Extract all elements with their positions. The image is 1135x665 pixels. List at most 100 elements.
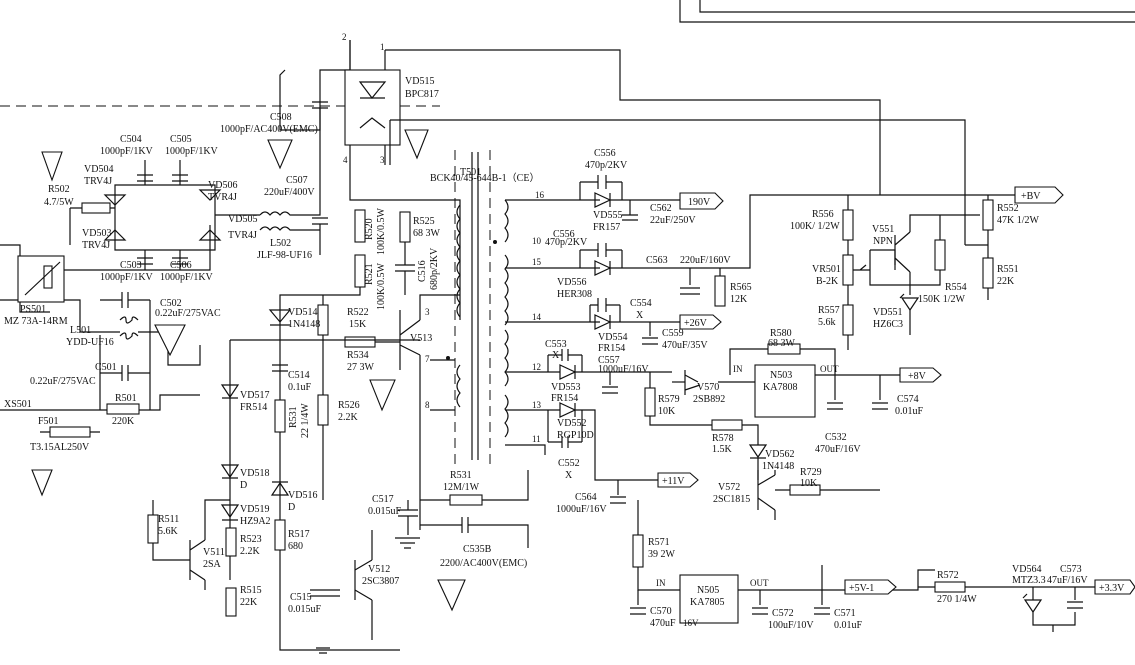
label-c559: C559 bbox=[662, 328, 684, 339]
value-c515: 0.015uF bbox=[288, 604, 322, 615]
value-l501: YDD-UF16 bbox=[66, 337, 114, 348]
label-vd551: VD551 bbox=[873, 307, 902, 318]
label-v512: V512 bbox=[368, 564, 390, 575]
opto-ref: VD515 bbox=[405, 76, 434, 87]
value-v511: 2SA bbox=[203, 559, 222, 570]
value-c572: 100uF/10V bbox=[768, 620, 814, 631]
value-r554: 150K 1/2W bbox=[918, 294, 966, 305]
resistor-r501 bbox=[106, 403, 140, 415]
label-c563: C563 bbox=[646, 255, 668, 266]
label-v551: V551 bbox=[872, 224, 894, 235]
label-r531-22: R531 bbox=[288, 406, 299, 428]
value-r557: 5.6k bbox=[818, 317, 836, 328]
label-vd505: VD505 bbox=[228, 214, 257, 225]
value-r565: 12K bbox=[730, 294, 748, 305]
label-vd555: VD555 bbox=[593, 210, 622, 221]
label-c508: C508 bbox=[270, 112, 292, 123]
value-c506: 1000pF/1KV bbox=[160, 272, 214, 283]
label-vd553: VD553 bbox=[551, 382, 580, 393]
port-plus-bv bbox=[1014, 186, 1064, 204]
label-vd554: VD554 bbox=[598, 332, 627, 343]
label-r520: R520 bbox=[364, 218, 375, 240]
value-c571: 0.01uF bbox=[834, 620, 863, 631]
fuse-f501 bbox=[49, 426, 91, 438]
value-vr501: B-2K bbox=[816, 276, 839, 287]
label-r572: R572 bbox=[937, 570, 959, 581]
pin-7: 7 bbox=[425, 354, 430, 364]
port-190v bbox=[679, 192, 724, 210]
value-c554: X bbox=[636, 310, 644, 321]
n503-out: OUT bbox=[820, 364, 839, 374]
label-n503: N503 bbox=[770, 370, 792, 381]
port-plus-26v bbox=[679, 314, 722, 330]
label-c514: C514 bbox=[288, 370, 310, 381]
label-r515: R515 bbox=[240, 585, 262, 596]
label-c573: C573 bbox=[1060, 564, 1082, 575]
value-vd562: 1N4148 bbox=[762, 461, 794, 472]
label-v513: V513 bbox=[410, 333, 432, 344]
bridge-rectifier bbox=[69, 160, 222, 270]
output-plus-11v: +11V bbox=[662, 476, 685, 487]
value-r551: 22K bbox=[997, 276, 1015, 287]
label-c515: C515 bbox=[290, 592, 312, 603]
n505-16v: 16V bbox=[683, 618, 699, 628]
label-c572: C572 bbox=[772, 608, 794, 619]
n505-out: OUT bbox=[750, 578, 769, 588]
value-c514: 0.1uF bbox=[288, 382, 312, 393]
value-v512: 2SC3807 bbox=[362, 576, 399, 587]
label-c503: C503 bbox=[120, 260, 142, 271]
label-r580: R580 bbox=[770, 328, 792, 339]
label-c517: C517 bbox=[372, 494, 394, 505]
value-n505: KA7805 bbox=[690, 597, 724, 608]
value-c559: 470uF/35V bbox=[662, 340, 708, 351]
value-c557: 1000uF/16V bbox=[598, 364, 649, 375]
port-plus-5v-1 bbox=[844, 579, 897, 595]
label-vd517: VD517 bbox=[240, 390, 269, 401]
value-v551: NPN bbox=[873, 236, 893, 247]
label-c556-b: C556 bbox=[553, 229, 575, 240]
label-c556-a: C556 bbox=[594, 148, 616, 159]
value-c503: 1000pF/1KV bbox=[100, 272, 154, 283]
output-ports bbox=[657, 186, 1135, 595]
output-plus-5v-1: +5V-1 bbox=[849, 583, 874, 594]
frame-lines bbox=[679, 0, 1135, 23]
thermistor-ps501 bbox=[17, 255, 65, 303]
value-c507: 220uF/400V bbox=[264, 187, 315, 198]
opto-pin-1: 2 bbox=[342, 32, 347, 42]
label-r579: R579 bbox=[658, 394, 680, 405]
value-r521: 100K/0.5W bbox=[376, 263, 387, 311]
label-c516: C516 bbox=[417, 260, 428, 282]
value-c574: 0.01uF bbox=[895, 406, 924, 417]
label-l502: L502 bbox=[270, 238, 291, 249]
port-plus-11v bbox=[657, 472, 699, 488]
label-v570: V570 bbox=[697, 382, 719, 393]
value-r578: 1.5K bbox=[712, 444, 733, 455]
output-plus-3v3: +3.3V bbox=[1099, 583, 1125, 594]
label-c553: C553 bbox=[545, 339, 567, 350]
n503-in: IN bbox=[733, 364, 743, 374]
value-r572: 270 1/4W bbox=[937, 594, 977, 605]
value-r729: 10K bbox=[800, 478, 818, 489]
output-plus-26v: +26V bbox=[684, 318, 708, 329]
mains-input bbox=[0, 225, 211, 438]
value-r502: 4.7/5W bbox=[44, 197, 74, 208]
label-vd503: VD503 bbox=[82, 228, 111, 239]
label-r526: R526 bbox=[338, 400, 360, 411]
pin-16: 16 bbox=[535, 190, 545, 200]
value-c570: 470uF bbox=[650, 618, 676, 629]
value-r534: 27 3W bbox=[347, 362, 375, 373]
label-r501: R501 bbox=[115, 393, 137, 404]
label-c554: C554 bbox=[630, 298, 652, 309]
opto-pin-4: 4 bbox=[343, 155, 348, 165]
pin-11: 11 bbox=[532, 434, 541, 444]
label-r554: R554 bbox=[945, 282, 967, 293]
value-r579: 10K bbox=[658, 406, 676, 417]
transformer-t501 bbox=[430, 152, 509, 460]
value-vd554: FR154 bbox=[598, 343, 625, 354]
label-ps501: PS501 bbox=[20, 304, 46, 315]
value-c562: 22uF/250V bbox=[650, 215, 696, 226]
regulator-5v bbox=[630, 500, 1100, 632]
pin-13: 13 bbox=[532, 400, 542, 410]
label-c552: C552 bbox=[558, 458, 580, 469]
label-r521: R521 bbox=[364, 263, 375, 285]
